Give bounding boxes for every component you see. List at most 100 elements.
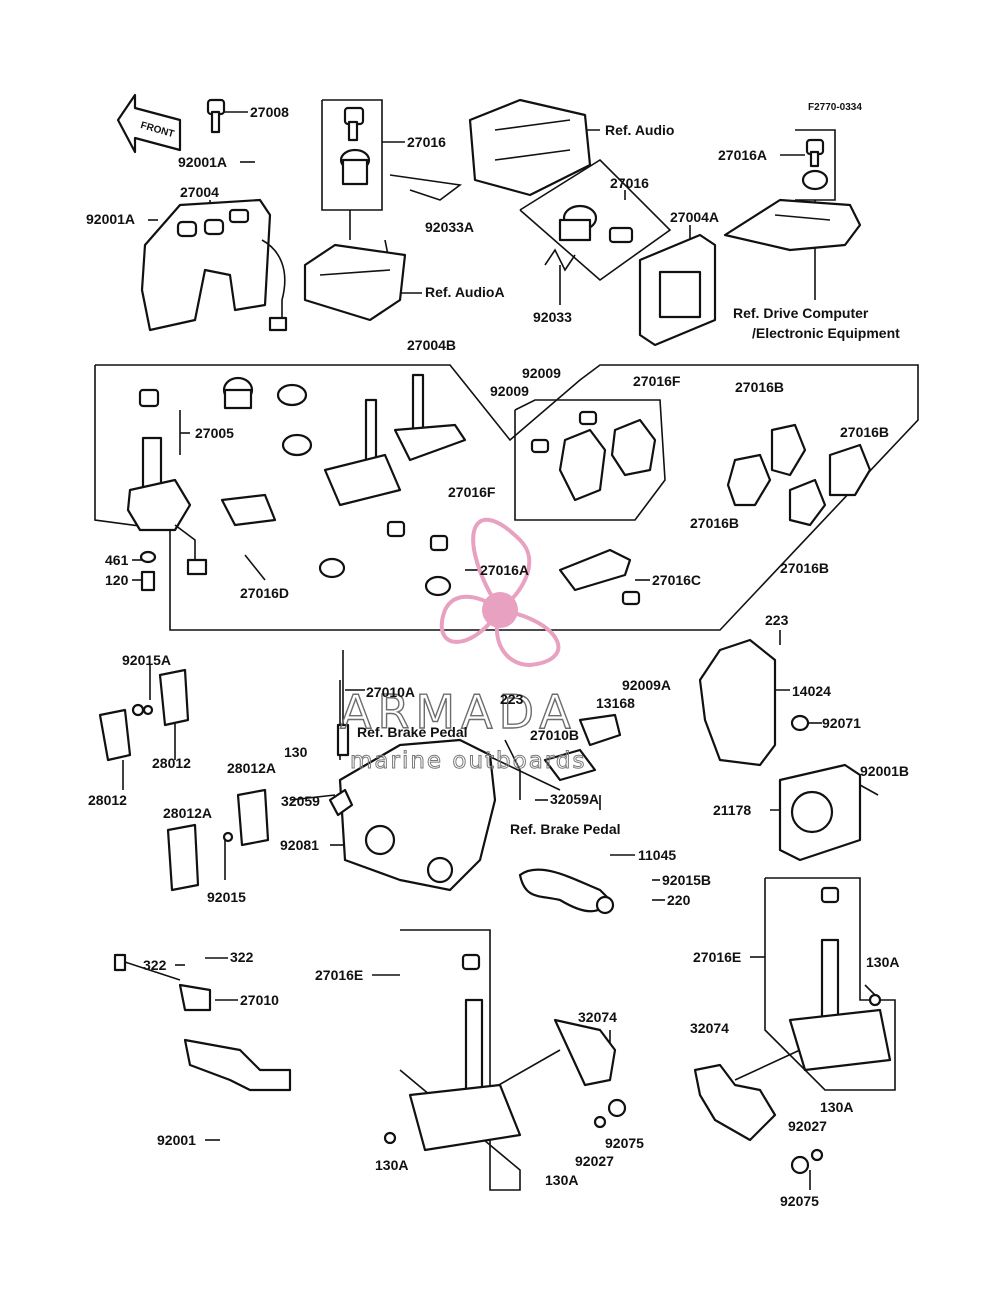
label-ref-audioA: Ref. AudioA (425, 284, 505, 300)
label-32074-a: 32074 (578, 1009, 617, 1025)
brake-pedal-icon (518, 868, 615, 915)
audio-unit-icon (468, 98, 592, 197)
label-27016-top: 27016 (407, 134, 446, 150)
label-130A-c: 130A (866, 954, 899, 970)
audioA-unit-icon (303, 243, 407, 322)
label-92071: 92071 (822, 715, 861, 731)
label-130A-d: 130A (820, 1099, 853, 1115)
label-32059A: 32059A (550, 791, 599, 807)
label-92027-b: 92027 (788, 1118, 827, 1134)
key-lock-27016F-icon (530, 410, 657, 502)
label-27016A-top: 27016A (718, 147, 767, 163)
label-223-b: 223 (500, 691, 524, 707)
label-27008: 27008 (250, 104, 289, 120)
label-27004B: 27004B (407, 337, 456, 353)
key-27016A-top-icon (801, 138, 829, 191)
label-27016E-b: 27016E (693, 949, 741, 965)
label-130: 130 (284, 744, 308, 760)
label-28012A-a: 28012A (227, 760, 276, 776)
label-92001B: 92001B (860, 763, 909, 779)
label-92009-a: 92009 (522, 365, 561, 381)
label-32074-b: 32074 (690, 1020, 729, 1036)
label-120: 120 (105, 572, 129, 588)
key-27008-icon (206, 98, 226, 134)
label-27016B-d: 27016B (780, 560, 829, 576)
label-322-b: 322 (230, 949, 254, 965)
label-ref-brake-pedal-2: Ref. Brake Pedal (510, 821, 621, 837)
label-28012-a: 28012 (152, 755, 191, 771)
switch-27010B-icon (504, 713, 622, 800)
label-27016B-b: 27016B (840, 424, 889, 440)
label-27004A: 27004A (670, 209, 719, 225)
panel-21178-icon (778, 763, 862, 862)
label-92015: 92015 (207, 889, 246, 905)
steering-column-right-icon (693, 886, 892, 1175)
label-223-a: 223 (765, 612, 789, 628)
label-322-a: 322 (143, 957, 167, 973)
part-labels: F2770-0334 27008 92001A 27004 92001A 270… (86, 102, 909, 1209)
label-92075-a: 92075 (605, 1135, 644, 1151)
label-27010A: 27010A (366, 684, 415, 700)
label-27010B: 27010B (530, 727, 579, 743)
plate-27004A-icon (638, 233, 717, 347)
label-27004: 27004 (180, 184, 219, 200)
front-arrow: FRONT (116, 93, 182, 154)
label-27016F-a: 27016F (633, 373, 681, 389)
label-28012-b: 28012 (88, 792, 127, 808)
switch-27010-icon (113, 953, 292, 1092)
cover-14024-icon (698, 638, 810, 767)
label-ref-drive-computer: Ref. Drive Computer (733, 305, 869, 321)
meter-housing-27004-icon (140, 198, 288, 332)
armada-watermark: ARMADA marine outboards (339, 517, 586, 775)
console-bracket-icon (723, 198, 862, 252)
label-92015A: 92015A (122, 652, 171, 668)
label-461: 461 (105, 552, 129, 568)
label-11045: 11045 (638, 847, 676, 863)
label-92009A: 92009A (622, 677, 671, 693)
label-27016B-a: 27016B (735, 379, 784, 395)
label-130A-a: 130A (375, 1157, 408, 1173)
label-21178: 21178 (713, 802, 751, 818)
label-27005: 27005 (195, 425, 234, 441)
label-92027-a: 92027 (575, 1153, 614, 1169)
label-92001A-top: 92001A (178, 154, 227, 170)
label-220: 220 (667, 892, 691, 908)
switch-group-27016B-icon (726, 423, 872, 527)
watermark-tagline: marine outboards (350, 748, 586, 774)
label-92001A-left: 92001A (86, 211, 135, 227)
label-ref-brake-pedal-1: Ref. Brake Pedal (357, 724, 468, 740)
label-92001: 92001 (157, 1132, 196, 1148)
bracket-assembly-icon (328, 650, 497, 892)
key-cylinder-27016-mid-icon (544, 204, 634, 272)
label-92033: 92033 (533, 309, 572, 325)
label-92015B: 92015B (662, 872, 711, 888)
label-14024: 14024 (792, 683, 831, 699)
label-92009-b: 92009 (490, 383, 529, 399)
label-92075-b: 92075 (780, 1193, 819, 1209)
label-electronic-equipment: /Electronic Equipment (752, 325, 900, 341)
label-32059: 32059 (281, 793, 320, 809)
label-13168: 13168 (596, 695, 635, 711)
label-ref-audio: Ref. Audio (605, 122, 674, 138)
label-28012A-b: 28012A (163, 805, 212, 821)
figure-code: F2770-0334 (808, 102, 862, 113)
pads-28012-icon (98, 668, 270, 892)
label-92033A: 92033A (425, 219, 474, 235)
label-27010: 27010 (240, 992, 279, 1008)
label-27016A-mid: 27016A (480, 562, 529, 578)
steering-column-left-icon (383, 953, 627, 1152)
propeller-logo-icon (439, 517, 561, 668)
label-130A-b: 130A (545, 1172, 578, 1188)
key-switch-27016-icon (339, 106, 463, 201)
watermark-brand: ARMADA (340, 685, 577, 739)
label-27016F-b: 27016F (448, 484, 496, 500)
label-27016D: 27016D (240, 585, 289, 601)
label-27016B-c: 27016B (690, 515, 739, 531)
ignition-27005-icon (126, 388, 208, 592)
label-92081: 92081 (280, 837, 319, 853)
label-27016C: 27016C (652, 572, 701, 588)
label-27016E-a: 27016E (315, 967, 363, 983)
label-27016-mid: 27016 (610, 175, 649, 191)
switch-27016C-icon (558, 548, 641, 606)
